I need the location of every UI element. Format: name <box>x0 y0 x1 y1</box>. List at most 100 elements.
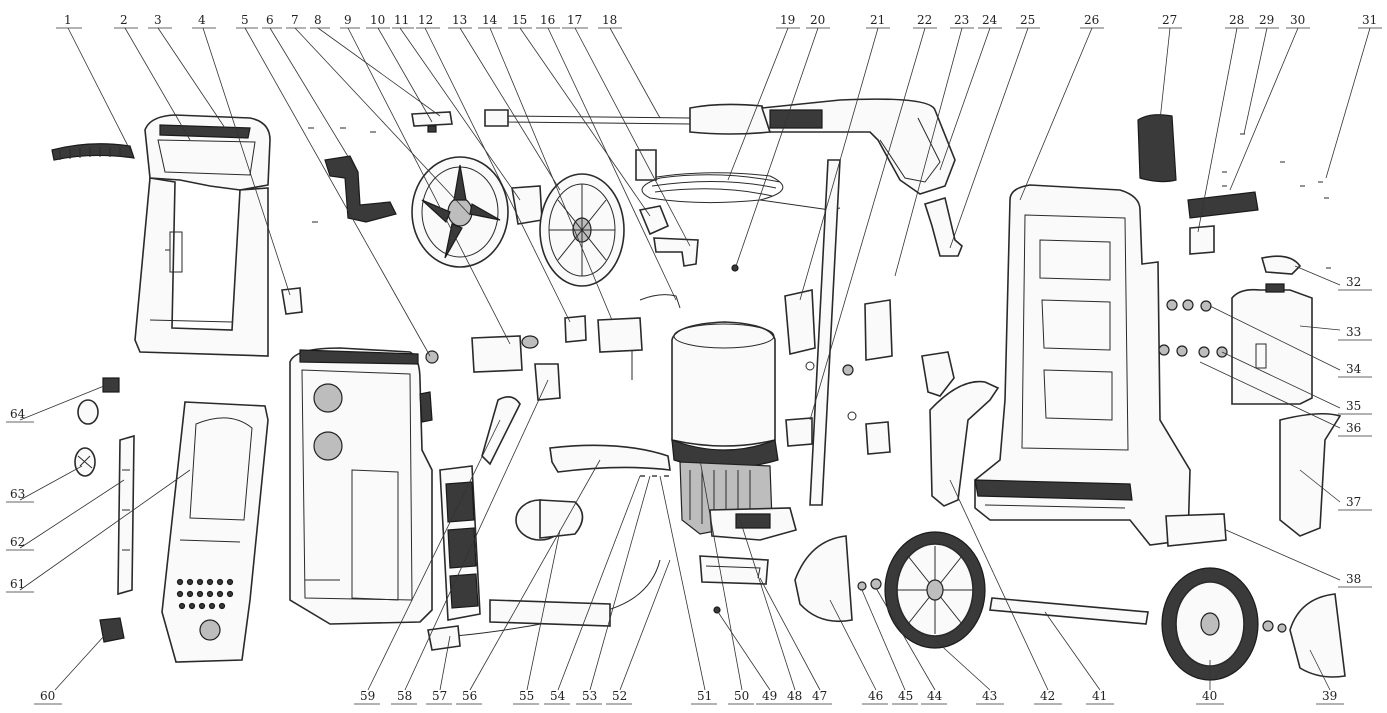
part-axle-washer <box>870 578 882 590</box>
part-wheel-washer <box>1262 620 1274 632</box>
part-capacitor <box>515 499 584 541</box>
part-pump-base-detail <box>705 565 761 579</box>
part-nozzle-tip-end <box>427 125 437 133</box>
callout-53: 53 <box>582 689 597 703</box>
part-front-housing <box>289 347 433 625</box>
part-hose-reel-rear <box>539 173 625 287</box>
callout-42: 42 <box>1040 689 1055 703</box>
part-hub-cap <box>1289 593 1346 678</box>
part-water-inlet <box>99 617 125 643</box>
part-nozzle-tip <box>411 111 453 127</box>
part-side-trim-right <box>1279 412 1342 537</box>
part-elbow-fitting <box>653 237 699 267</box>
callout-10: 10 <box>370 13 385 27</box>
callout-14: 14 <box>482 13 498 27</box>
callout-46: 46 <box>868 689 883 703</box>
callout-21: 21 <box>870 13 885 27</box>
part-side-trim-left <box>929 380 1000 507</box>
callout-40: 40 <box>1202 689 1217 703</box>
callout-5: 5 <box>241 13 249 27</box>
part-vent-grille <box>439 465 481 621</box>
callout-2: 2 <box>120 13 128 27</box>
part-knob-small <box>77 399 99 425</box>
part-control-box <box>597 317 643 353</box>
part-reel-clip <box>511 185 543 225</box>
callout-18: 18 <box>602 13 617 27</box>
part-cover-plate-right <box>864 299 893 361</box>
part-detergent-cap <box>1137 114 1177 183</box>
part-spray-gun <box>760 98 956 195</box>
part-hose-reel-front <box>411 156 509 268</box>
part-bumper-clip <box>1165 513 1227 547</box>
part-wheel-right <box>1161 567 1259 681</box>
part-nozzle-holder <box>921 351 955 397</box>
callout-58: 58 <box>397 689 412 703</box>
callout-26: 26 <box>1084 13 1099 27</box>
callout-51: 51 <box>697 689 712 703</box>
part-inlet-tube <box>481 396 521 466</box>
part-knob <box>1260 255 1302 275</box>
callouts-right: 32 33 34 35 36 37 38 <box>1346 275 1362 586</box>
leader-lines <box>19 27 1371 691</box>
callout-56: 56 <box>462 689 477 703</box>
part-clamp <box>564 315 587 343</box>
part-detergent-tank <box>1231 283 1313 405</box>
callout-25: 25 <box>1020 13 1035 27</box>
part-gun-holder <box>923 196 963 257</box>
callout-60: 60 <box>40 689 55 703</box>
part-motor-pump <box>671 321 797 541</box>
callout-9: 9 <box>344 13 352 27</box>
part-axle-clip <box>857 581 867 591</box>
part-front-cover <box>161 401 269 663</box>
part-side-strip-slots <box>122 469 130 551</box>
callout-19: 19 <box>780 13 795 27</box>
part-power-cord <box>427 559 661 651</box>
callout-57: 57 <box>432 689 447 703</box>
vent-holes <box>176 578 234 610</box>
callouts-left: 61 62 63 64 <box>10 407 26 591</box>
part-wheel-cap <box>794 535 853 623</box>
callout-underlines-right <box>1338 289 1372 588</box>
callout-39: 39 <box>1322 689 1337 703</box>
callout-44: 44 <box>927 689 943 703</box>
callout-11: 11 <box>394 13 409 27</box>
part-swivel-connector <box>638 205 670 236</box>
callout-underlines-left <box>6 421 34 593</box>
callout-28: 28 <box>1229 13 1244 27</box>
callout-8: 8 <box>314 13 322 27</box>
part-cover-plate-left <box>784 289 816 355</box>
callout-4: 4 <box>198 13 206 27</box>
part-top-handle-frame <box>134 114 271 357</box>
part-axle <box>989 597 1149 625</box>
part-gasket-plate <box>865 421 891 455</box>
callout-22: 22 <box>917 13 932 27</box>
part-extension-wand <box>809 159 841 506</box>
callout-47: 47 <box>812 689 827 703</box>
callout-63: 63 <box>10 487 25 501</box>
callout-45: 45 <box>898 689 913 703</box>
callout-32: 32 <box>1346 275 1361 289</box>
callout-35: 35 <box>1346 399 1361 413</box>
part-filter-module <box>471 335 523 373</box>
callout-23: 23 <box>954 13 969 27</box>
callout-37: 37 <box>1346 495 1361 509</box>
part-seal-plate <box>785 417 813 447</box>
callout-15: 15 <box>512 13 527 27</box>
callout-29: 29 <box>1259 13 1274 27</box>
callout-41: 41 <box>1092 689 1107 703</box>
callout-59: 59 <box>360 689 375 703</box>
part-drain-screw <box>713 606 721 614</box>
part-switch <box>1189 225 1215 255</box>
callout-17: 17 <box>567 13 582 27</box>
callout-3: 3 <box>154 13 162 27</box>
callout-30: 30 <box>1290 13 1305 27</box>
callout-52: 52 <box>612 689 627 703</box>
part-pump-base <box>699 555 769 585</box>
part-o-ring-c <box>842 364 854 376</box>
callout-36: 36 <box>1346 421 1361 435</box>
callout-24: 24 <box>982 13 998 27</box>
callouts-top: 1 2 3 4 5 6 7 8 9 10 11 12 13 14 15 16 1… <box>64 13 1377 27</box>
callout-6: 6 <box>266 13 274 27</box>
part-bracket <box>281 287 303 315</box>
